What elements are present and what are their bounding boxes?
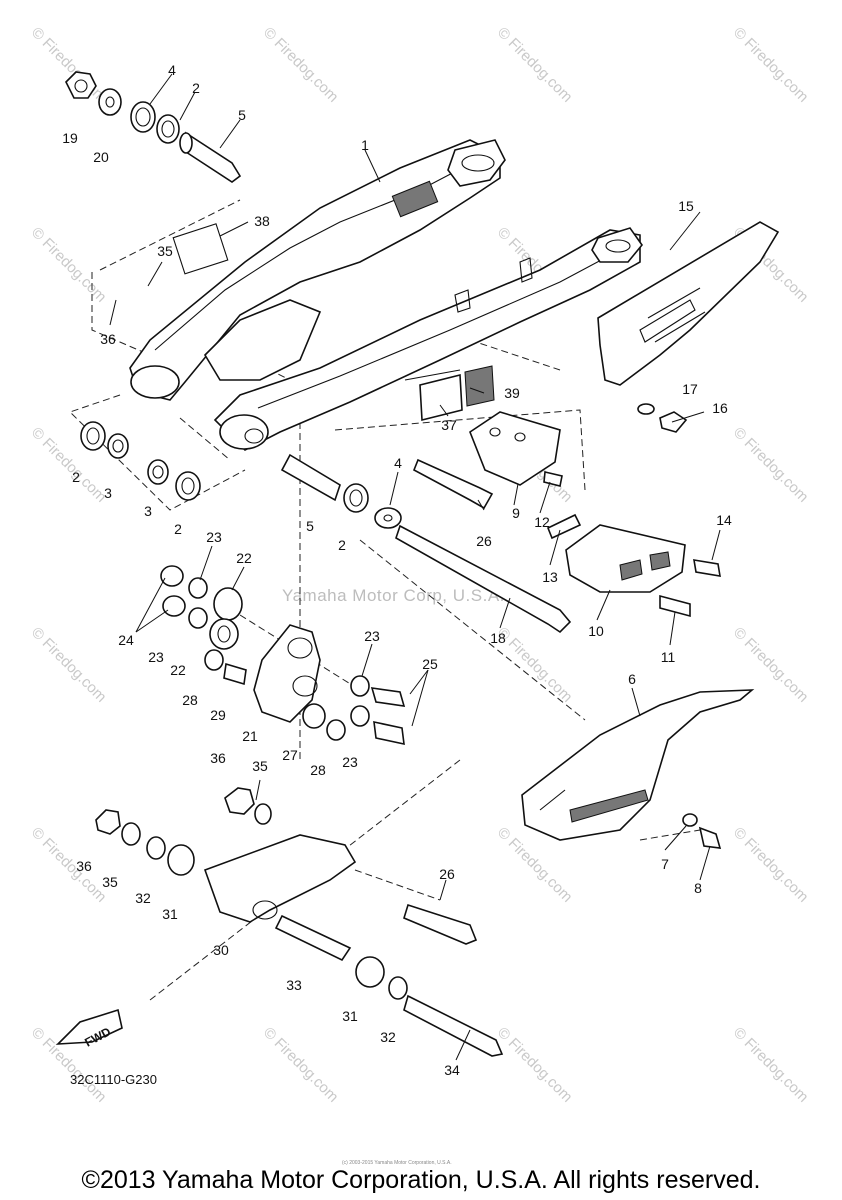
chain-case [521,689,755,849]
callout-number: 15 [678,198,694,214]
callout-number: 31 [342,1008,358,1024]
callout-number: 5 [306,518,314,534]
callout-number: 35 [252,758,268,774]
callout-number: 20 [93,149,109,165]
callout-number: 28 [182,692,198,708]
callout-number: 7 [661,856,669,872]
callout-number: 1 [361,137,369,153]
fwd-arrow [55,1008,123,1045]
callout-number: 22 [170,662,186,678]
callout-number: 31 [162,906,178,922]
callout-number: 2 [174,521,182,537]
chain-guard [597,221,780,433]
callout-number: 36 [76,858,92,874]
drawing-code: 32C1110-G230 [70,1072,157,1087]
assembly-lines [69,199,701,1001]
callout-number: 14 [716,512,732,528]
callout-number: 11 [660,649,676,665]
callout-number: 36 [100,331,116,347]
callout-number: 6 [628,671,636,687]
callout-number: 17 [682,381,698,397]
chain-puller [546,513,721,618]
copyright-footer: ©2013 Yamaha Motor Corporation, U.S.A. A… [81,1166,761,1194]
pivot-bearings [80,421,572,634]
callout-number: 22 [236,550,252,566]
callout-number: 27 [282,747,298,763]
callout-number: 2 [192,80,200,96]
callout-number: 39 [504,385,520,401]
callout-number: 9 [512,505,520,521]
callout-number: 34 [444,1062,460,1078]
callout-number: 3 [144,503,152,519]
callout-number: 32 [380,1029,396,1045]
callout-number: 10 [588,623,604,639]
callout-number: 38 [254,213,270,229]
callout-number: 23 [342,754,358,770]
callout-number: 4 [394,455,402,471]
callout-number: 35 [102,874,118,890]
callout-number: 33 [286,977,302,993]
callout-number: 2 [72,469,80,485]
center-watermark: Yamaha Motor Corp, U.S.A. [282,586,505,605]
pivot-hardware-top [65,71,242,183]
relay-arm [160,565,406,746]
callout-number: 12 [534,514,550,530]
leader-lines [109,73,721,1061]
callout-number: 30 [213,942,229,958]
callout-number: 16 [712,400,728,416]
callout-number: 26 [476,533,492,549]
callout-number: 26 [439,866,455,882]
callout-number: 4 [168,62,176,78]
connecting-rod [95,787,504,1057]
callout-number: 32 [135,890,151,906]
callout-number: 23 [364,628,380,644]
callout-number: 28 [310,762,326,778]
callout-number: 24 [118,632,134,648]
callout-number: 29 [210,707,226,723]
callout-number: 18 [490,630,506,646]
micro-notice: (c) 2003-2015 Yamaha Motor Corporation, … [342,1160,452,1166]
callout-number: 25 [422,656,438,672]
callout-number: 13 [542,569,558,585]
swingarm [129,139,644,451]
callout-number: 36 [210,750,226,766]
callout-number: 2 [338,537,346,553]
callout-number: 21 [242,728,258,744]
callout-number: 5 [238,107,246,123]
callout-number: 23 [206,529,222,545]
decals [172,223,495,422]
callout-number: 8 [694,880,702,896]
callout-number: 3 [104,485,112,501]
callout-number: 23 [148,649,164,665]
callout-number: 37 [441,417,457,433]
callout-number: 35 [157,243,173,259]
callout-number: 19 [62,130,78,146]
chain-slider [469,411,563,487]
